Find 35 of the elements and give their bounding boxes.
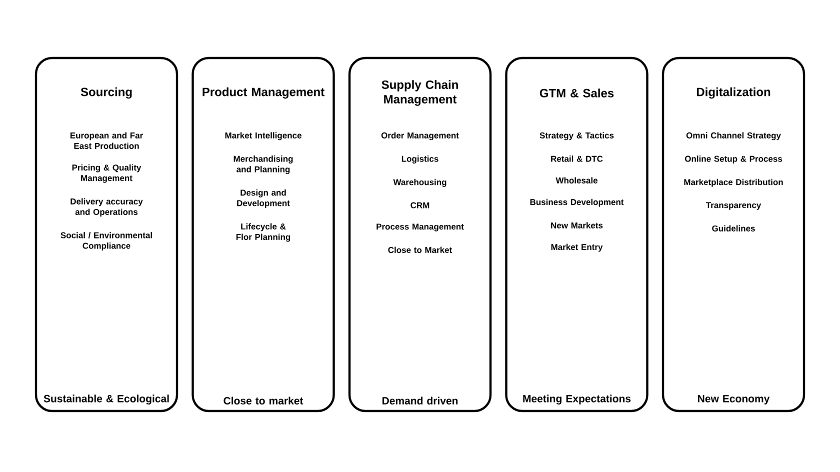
list-item: Lifecycle & Flor Planning [236, 223, 290, 242]
column-footer: Close to market [224, 396, 304, 404]
list-item: Business Development [530, 198, 624, 207]
list-item: Wholesale [556, 177, 598, 184]
list-item: Strategy & Tactics [540, 132, 614, 140]
column-heading: Digitalization [696, 87, 770, 99]
list-item: Market Entry [551, 244, 603, 252]
column-footer: Meeting Expectations [523, 394, 631, 404]
list-item: Process Management [376, 224, 464, 232]
list-item: New Markets [551, 222, 603, 228]
column-footer: Sustainable & Ecological [44, 394, 169, 404]
column-heading: GTM & Sales [540, 88, 614, 98]
column-heading: Product Management [202, 87, 324, 99]
list-item: Warehousing [393, 178, 446, 187]
list-item: Retail & DTC [551, 156, 603, 162]
column-footer: New Economy [698, 395, 770, 404]
list-item: Logistics [402, 156, 438, 164]
column-heading: Sourcing [80, 87, 132, 99]
list-item: Omni Channel Strategy [686, 132, 781, 140]
list-item: Online Setup & Process [684, 156, 782, 164]
list-item: Delivery accuracy and Operations [70, 198, 143, 217]
list-item: Marketplace Distribution [684, 178, 783, 187]
list-item: Order Management [381, 132, 459, 140]
column-heading: Supply Chain Management [382, 80, 458, 106]
list-item: Guidelines [712, 225, 755, 232]
list-item: Social / Environmental Compliance [60, 232, 152, 250]
list-item: Pricing & Quality Management [72, 164, 142, 183]
list-item: Transparency [706, 202, 762, 210]
column-footer: Demand driven [382, 396, 458, 404]
list-item: Close to Market [388, 246, 452, 253]
list-item: CRM [410, 202, 430, 208]
list-item: Design and Development [237, 189, 290, 208]
list-item: Merchandising and Planning [234, 156, 293, 174]
list-item: European and Far East Production [70, 132, 143, 149]
list-item: Market Intelligence [225, 132, 302, 140]
